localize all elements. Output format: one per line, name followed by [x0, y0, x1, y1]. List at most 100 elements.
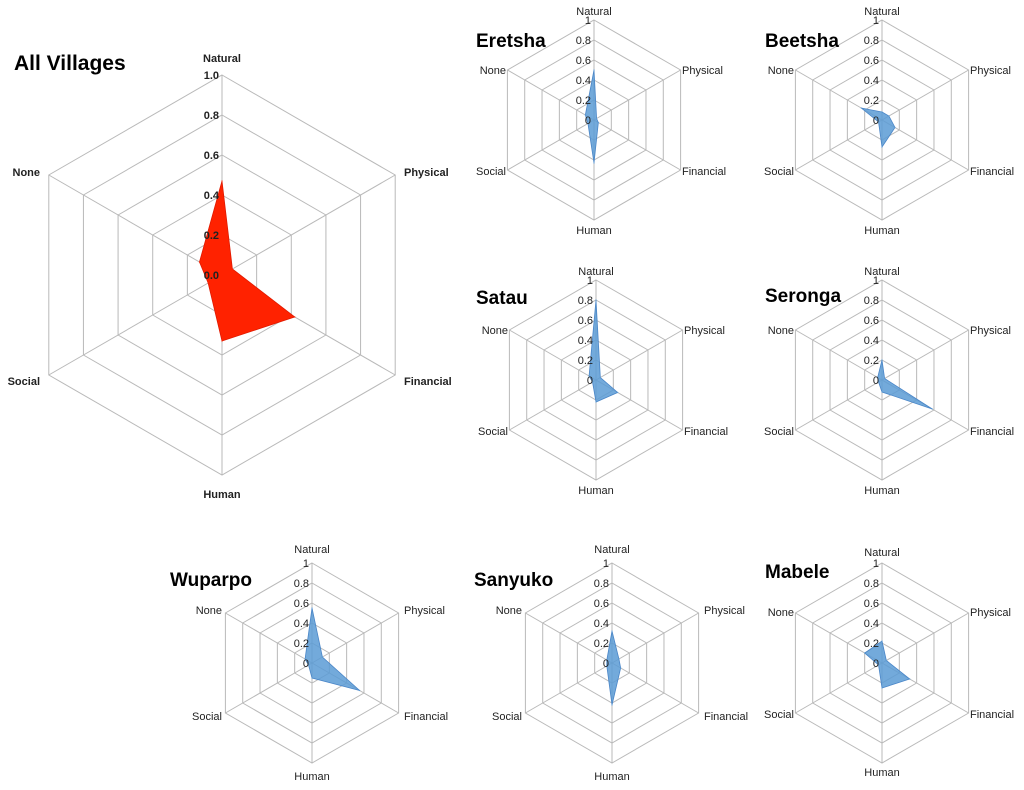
- data-point-physical: [883, 377, 886, 380]
- tick-label: 0: [873, 375, 879, 387]
- axis-spoke: [881, 329, 969, 381]
- axis-label-physical: Physical: [404, 167, 449, 179]
- axis-spoke: [507, 69, 595, 121]
- axis-label-human: Human: [578, 485, 613, 497]
- axis-label-human: Human: [576, 225, 611, 237]
- axis-spoke: [595, 329, 683, 381]
- axis-spoke: [795, 379, 883, 431]
- axis-label-physical: Physical: [704, 605, 745, 617]
- axis-label-financial: Financial: [684, 426, 728, 438]
- tick-label: 0: [603, 658, 609, 670]
- axis-label-none: None: [196, 605, 222, 617]
- axis-spoke: [881, 69, 969, 121]
- axis-spoke: [795, 329, 883, 381]
- data-point-social: [877, 121, 880, 123]
- data-point-natural: [611, 630, 613, 632]
- tick-label: 1: [587, 275, 593, 287]
- panel-title: Sanyuko: [474, 570, 553, 591]
- axis-label-financial: Financial: [970, 709, 1014, 721]
- data-point-natural: [881, 359, 883, 361]
- axis-label-human: Human: [594, 771, 629, 783]
- data-point-natural: [595, 299, 597, 301]
- data-point-social: [207, 282, 209, 284]
- axis-spoke: [525, 662, 613, 714]
- axis-label-social: Social: [8, 376, 40, 388]
- axis-label-human: Human: [864, 485, 899, 497]
- tick-label: 0.4: [864, 618, 879, 630]
- data-point-none: [864, 652, 866, 654]
- axis-spoke: [795, 662, 883, 714]
- data-point-financial: [294, 316, 296, 318]
- data-point-natural: [881, 640, 883, 642]
- axis-label-none: None: [768, 325, 794, 337]
- data-point-financial: [909, 678, 911, 680]
- radar-panel-mabele: 00.20.40.60.81NaturalPhysicalFinancialHu…: [764, 547, 1014, 779]
- data-point-human: [593, 162, 595, 164]
- data-point-financial: [597, 121, 599, 124]
- axis-spoke: [221, 174, 396, 276]
- panel-title: Seronga: [765, 286, 841, 307]
- axis-spoke: [881, 119, 969, 171]
- tick-label: 0.2: [576, 95, 591, 107]
- axis-label-financial: Financial: [970, 166, 1014, 178]
- axis-label-social: Social: [192, 711, 222, 723]
- axis-spoke: [509, 379, 597, 431]
- axis-label-social: Social: [476, 166, 506, 178]
- tick-label: 1: [585, 15, 591, 27]
- axis-label-human: Human: [203, 489, 241, 501]
- axis-label-natural: Natural: [864, 266, 899, 278]
- data-point-social: [877, 381, 880, 383]
- tick-label: 0.6: [594, 598, 609, 610]
- axis-spoke: [225, 662, 313, 714]
- radar-panel-seronga: 00.20.40.60.81NaturalPhysicalFinancialHu…: [764, 266, 1014, 497]
- tick-label: 0.4: [294, 618, 309, 630]
- axis-spoke: [507, 119, 595, 171]
- tick-label: 1: [873, 275, 879, 287]
- axis-spoke: [509, 329, 597, 381]
- radar-panel-sanyuko: 00.20.40.60.81NaturalPhysicalFinancialHu…: [474, 544, 748, 783]
- tick-label: 0.2: [864, 638, 879, 650]
- data-point-none: [304, 658, 306, 660]
- tick-label: 0.8: [864, 295, 879, 307]
- tick-label: 0.8: [594, 578, 609, 590]
- data-point-human: [881, 687, 883, 689]
- data-point-human: [881, 391, 883, 393]
- axis-spoke: [225, 612, 313, 664]
- data-point-social: [307, 664, 310, 666]
- axis-spoke: [593, 119, 681, 171]
- tick-label: 0.4: [864, 75, 879, 87]
- tick-label: 1: [603, 558, 609, 570]
- tick-label: 1: [873, 15, 879, 27]
- tick-label: 1: [873, 558, 879, 570]
- axis-label-social: Social: [764, 426, 794, 438]
- data-point-social: [877, 664, 880, 666]
- axis-label-physical: Physical: [682, 65, 723, 77]
- data-area: [304, 607, 360, 691]
- data-point-none: [606, 659, 608, 661]
- tick-label: 0.2: [204, 230, 219, 242]
- axis-spoke: [48, 274, 223, 376]
- axis-spoke: [525, 612, 613, 664]
- axis-label-financial: Financial: [970, 426, 1014, 438]
- data-point-social: [587, 122, 589, 125]
- tick-label: 0.4: [576, 75, 591, 87]
- tick-label: 0.6: [864, 315, 879, 327]
- axis-label-social: Social: [764, 709, 794, 721]
- data-point-natural: [593, 69, 595, 71]
- data-point-financial: [620, 667, 622, 669]
- data-point-natural: [311, 607, 313, 609]
- axis-label-none: None: [480, 65, 506, 77]
- radar-panel-beetsha: 00.20.40.60.81NaturalPhysicalFinancialHu…: [764, 6, 1014, 237]
- data-point-financial: [931, 408, 933, 410]
- data-point-human: [311, 677, 313, 679]
- data-point-physical: [599, 376, 601, 379]
- radar-panel-eretsha: 00.20.40.60.81NaturalPhysicalFinancialHu…: [476, 6, 726, 237]
- radar-panel-satau: 00.20.40.60.81NaturalPhysicalFinancialHu…: [476, 266, 728, 497]
- tick-label: 0.0: [204, 270, 219, 282]
- tick-label: 0.2: [594, 638, 609, 650]
- tick-label: 0.4: [594, 618, 609, 630]
- axis-label-none: None: [768, 607, 794, 619]
- tick-label: 0.8: [576, 35, 591, 47]
- axis-spoke: [795, 119, 883, 171]
- axis-label-natural: Natural: [864, 547, 899, 559]
